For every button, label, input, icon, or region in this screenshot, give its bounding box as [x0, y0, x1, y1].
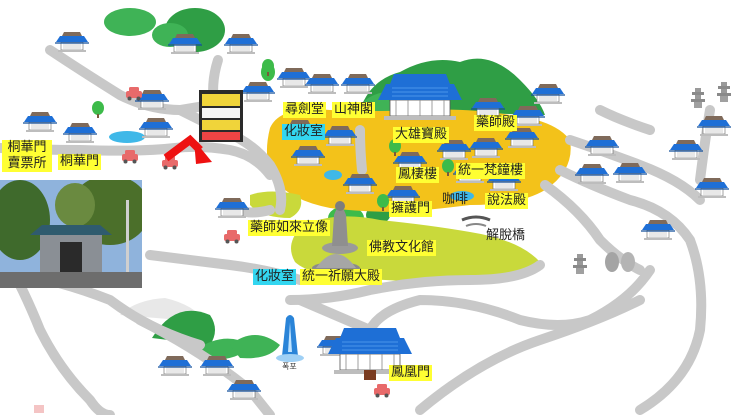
- label-haetalgyo: 解脫橋: [486, 228, 526, 243]
- label-hwajangsil-bottom: 化妝室: [253, 269, 297, 285]
- label-museum: 佛教文化館: [367, 240, 437, 256]
- label-yaksa-statue: 藥師如來立像: [248, 220, 331, 236]
- pond: [450, 191, 474, 201]
- label-tongil-beomjongru: 統一梵鐘樓: [456, 163, 526, 179]
- label-waterfall: 폭포: [282, 362, 297, 371]
- pagoda-icon: [573, 254, 587, 274]
- label-tonghwamun: 桐華門: [58, 154, 102, 170]
- waterfall-icon: [276, 315, 304, 362]
- label-tongil-daejeon: 統一祈願大殿: [300, 269, 383, 285]
- label-sansingak: 山神閣: [332, 102, 376, 118]
- pond: [324, 170, 342, 180]
- label-daeungjeon: 大雄寶殿: [393, 127, 450, 143]
- red-arrow-icon: [163, 134, 212, 164]
- pond: [109, 131, 145, 143]
- label-simgeomdang: 尋劍堂: [283, 102, 327, 118]
- stones-icon: [605, 252, 635, 272]
- label-tonghwamun-ticket: 桐華門 賣票所: [2, 140, 52, 172]
- bridge-icon: [461, 215, 491, 227]
- label-hwajangsil-top: 化妝室: [282, 124, 326, 140]
- label-bonghwangmun: 鳳凰門: [389, 365, 433, 381]
- label-seolbeopjeon: 說法殿: [485, 193, 529, 209]
- buddha-statue-icon: [322, 201, 358, 254]
- pagoda-icon: [717, 82, 731, 102]
- label-ongho: 擁護門: [389, 201, 433, 217]
- label-yaksajeon: 藥師殿: [474, 115, 518, 131]
- label-bongseoru: 鳳棲樓: [396, 167, 440, 183]
- parking-sign-photo: [199, 90, 243, 142]
- label-coffee: 咖啡: [442, 192, 469, 207]
- gate-photo: [0, 180, 142, 288]
- pagoda-icon: [691, 88, 705, 108]
